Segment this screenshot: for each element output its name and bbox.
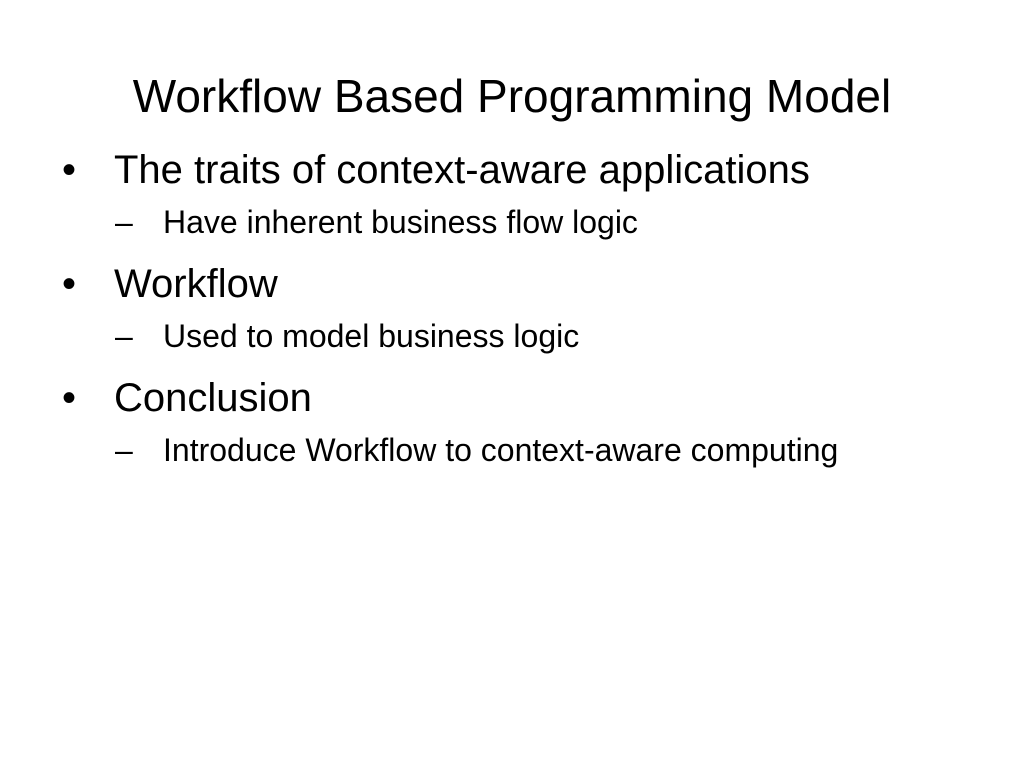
bullet-item: • Workflow – Used to model business logi… [58,256,978,360]
bullet-text: The traits of context-aware applications [114,148,810,192]
slide-title: Workflow Based Programming Model [132,70,892,122]
bullet-item: • The traits of context-aware applicatio… [58,142,978,246]
bullet-row: • Workflow [58,256,978,312]
sub-bullet-item: – Introduce Workflow to context-aware co… [58,426,863,474]
sub-bullet-text: Have inherent business flow logic [163,204,638,240]
sub-bullet-list: – Used to model business logic [58,312,978,360]
bullet-marker: • [62,148,77,192]
sub-bullet-marker: – [115,432,133,468]
bullet-text: Conclusion [114,376,312,420]
sub-bullet-item: – Used to model business logic [58,312,863,360]
sub-bullet-text: Introduce Workflow to context-aware comp… [163,432,839,468]
bullet-marker: • [62,376,77,420]
bullet-row: • Conclusion [58,370,978,426]
sub-bullet-list: – Have inherent business flow logic [58,198,978,246]
bullet-item: • Conclusion – Introduce Workflow to con… [58,370,978,474]
sub-bullet-item: – Have inherent business flow logic [58,198,863,246]
sub-bullet-text: Used to model business logic [163,318,580,354]
sub-bullet-list: – Introduce Workflow to context-aware co… [58,426,978,474]
sub-bullet-marker: – [115,204,133,240]
bullet-text: Workflow [114,262,278,306]
sub-bullet-marker: – [115,318,133,354]
bullet-row: • The traits of context-aware applicatio… [58,142,978,198]
bullet-marker: • [62,262,77,306]
bullet-list: • The traits of context-aware applicatio… [58,142,978,484]
